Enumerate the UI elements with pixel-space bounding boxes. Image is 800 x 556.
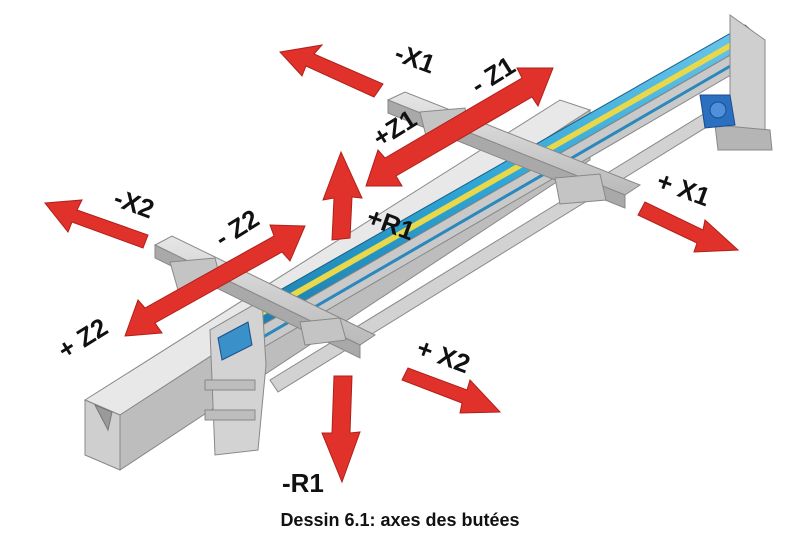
arrow-plus-x1 (637, 201, 740, 253)
label-minus-x1: -X1 (391, 37, 439, 79)
arrows (44, 44, 740, 484)
label-plus-x2: + X2 (413, 332, 474, 379)
backgauge-rail (209, 24, 761, 369)
arrow-z2 (124, 224, 306, 337)
arrow-minus-x1 (279, 44, 384, 98)
arrow-plus-r1 (322, 150, 363, 241)
arrow-minus-x2 (44, 199, 149, 249)
right-end-frame (699, 14, 773, 151)
arrow-minus-r1 (321, 375, 361, 484)
label-minus-r1: -R1 (282, 468, 324, 498)
label-minus-x2: -X2 (110, 182, 158, 224)
figure-caption: Dessin 6.1: axes des butées (280, 510, 520, 530)
left-end-frame (204, 299, 267, 456)
arrow-z1 (365, 67, 554, 187)
label-plus-z2: + Z2 (52, 312, 113, 365)
arrow-plus-x2 (401, 367, 502, 414)
label-plus-x1: + X1 (653, 165, 714, 212)
